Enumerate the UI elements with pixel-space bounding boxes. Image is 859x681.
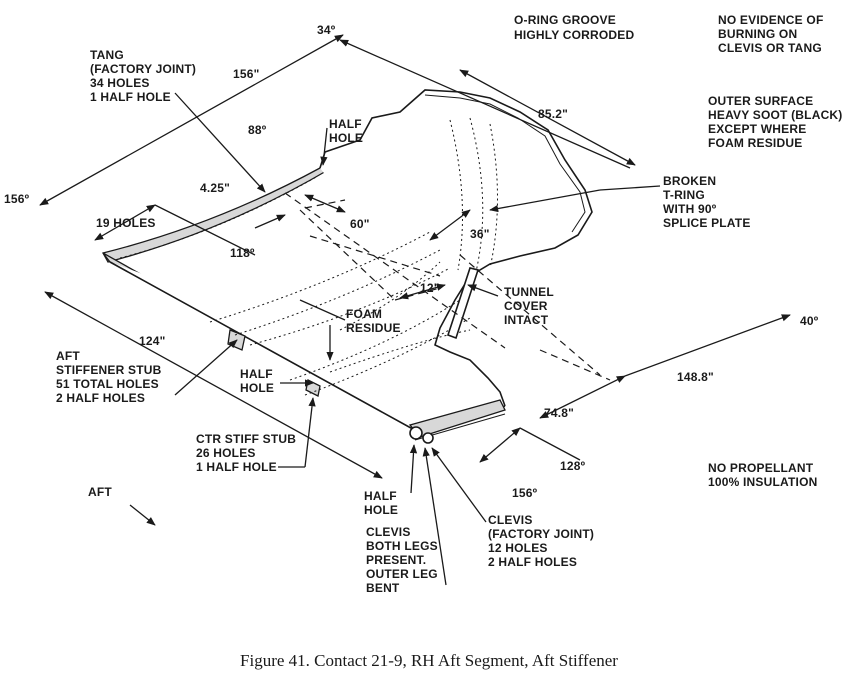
label-128deg: 128º	[560, 459, 586, 473]
label-34deg: 34º	[317, 23, 336, 37]
label-aft-stub-1: AFT	[56, 349, 80, 363]
label-half-hole-mid-1: HALF	[240, 367, 273, 381]
label-aft-stub-2: STIFFENER STUB	[56, 363, 162, 377]
label-tang-3: 34 HOLES	[90, 76, 150, 90]
label-outer-3: EXCEPT WHERE	[708, 122, 806, 136]
figure-caption: Figure 41. Contact 21-9, RH Aft Segment,…	[240, 651, 618, 670]
label-ctr-1: CTR STIFF STUB	[196, 432, 296, 446]
annotations: 34º O-RING GROOVE HIGHLY CORRODED NO EVI…	[4, 13, 843, 595]
label-156deg-left: 156º	[4, 192, 30, 206]
label-tunnel-3: INTACT	[504, 313, 549, 327]
label-clevis-legs-4: OUTER LEG	[366, 567, 438, 581]
label-no-prop-2: 100% INSULATION	[708, 475, 817, 489]
label-broken-2: T-RING	[663, 188, 705, 202]
label-o-ring-1: O-RING GROOVE	[514, 13, 616, 27]
label-clevis-fj-4: 2 HALF HOLES	[488, 555, 577, 569]
dimension-lines	[39, 34, 791, 526]
label-broken-4: SPLICE PLATE	[663, 216, 751, 230]
label-outer-4: FOAM RESIDUE	[708, 136, 802, 150]
label-aft: AFT	[88, 485, 112, 499]
torn-edge	[319, 89, 593, 407]
label-no-evidence-1: NO EVIDENCE OF	[718, 13, 823, 27]
label-foam-1: FOAM	[346, 307, 382, 321]
label-aft-stub-3: 51 TOTAL HOLES	[56, 377, 159, 391]
label-tunnel-1: TUNNEL	[504, 285, 554, 299]
label-clevis-fj-1: CLEVIS	[488, 513, 533, 527]
label-4-25in: 4.25"	[200, 181, 230, 195]
label-half-hole-top-2: HOLE	[329, 131, 363, 145]
label-no-evidence-3: CLEVIS OR TANG	[718, 41, 822, 55]
label-19-holes: 19 HOLES	[96, 216, 156, 230]
label-clevis-legs-1: CLEVIS	[366, 525, 411, 539]
label-118deg: 118º	[230, 246, 255, 260]
label-foam-2: RESIDUE	[346, 321, 401, 335]
label-o-ring-2: HIGHLY CORRODED	[514, 28, 634, 42]
label-ctr-2: 26 HOLES	[196, 446, 256, 460]
label-36in: 36"	[470, 227, 490, 241]
label-half-hole-bot-2: HOLE	[364, 503, 398, 517]
label-no-evidence-2: BURNING ON	[718, 27, 797, 41]
label-ctr-3: 1 HALF HOLE	[196, 460, 277, 474]
label-broken-3: WITH 90º	[663, 202, 717, 216]
label-156in: 156"	[233, 67, 260, 81]
label-half-hole-mid-2: HOLE	[240, 381, 274, 395]
label-88deg: 88º	[248, 123, 267, 137]
label-half-hole-top-1: HALF	[329, 117, 362, 131]
label-tang-4: 1 HALF HOLE	[90, 90, 171, 104]
label-half-hole-bot-1: HALF	[364, 489, 397, 503]
label-clevis-legs-3: PRESENT.	[366, 553, 426, 567]
label-12in: 12"	[420, 281, 440, 295]
label-tunnel-2: COVER	[504, 299, 548, 313]
label-tang-1: TANG	[90, 48, 124, 62]
label-outer-2: HEAVY SOOT (BLACK)	[708, 108, 843, 122]
label-40deg: 40º	[800, 314, 819, 328]
label-broken-1: BROKEN	[663, 174, 716, 188]
label-no-prop-1: NO PROPELLANT	[708, 461, 814, 475]
leader-lines	[174, 92, 661, 586]
label-tang-2: (FACTORY JOINT)	[90, 62, 196, 76]
label-156deg-bottom: 156º	[512, 486, 538, 500]
label-124in: 124"	[139, 334, 166, 348]
clevis-leg-inner	[422, 432, 434, 444]
label-85-2in: 85.2"	[538, 107, 568, 121]
label-148-8in: 148.8"	[677, 370, 714, 384]
label-outer-1: OUTER SURFACE	[708, 94, 813, 108]
label-clevis-fj-3: 12 HOLES	[488, 541, 548, 555]
label-74-8in: 74.8"	[544, 406, 574, 420]
label-aft-stub-4: 2 HALF HOLES	[56, 391, 145, 405]
clevis-leg-outer	[409, 426, 423, 440]
label-60in: 60"	[350, 217, 370, 231]
label-clevis-fj-2: (FACTORY JOINT)	[488, 527, 594, 541]
label-clevis-legs-5: BENT	[366, 581, 400, 595]
label-clevis-legs-2: BOTH LEGS	[366, 539, 438, 553]
